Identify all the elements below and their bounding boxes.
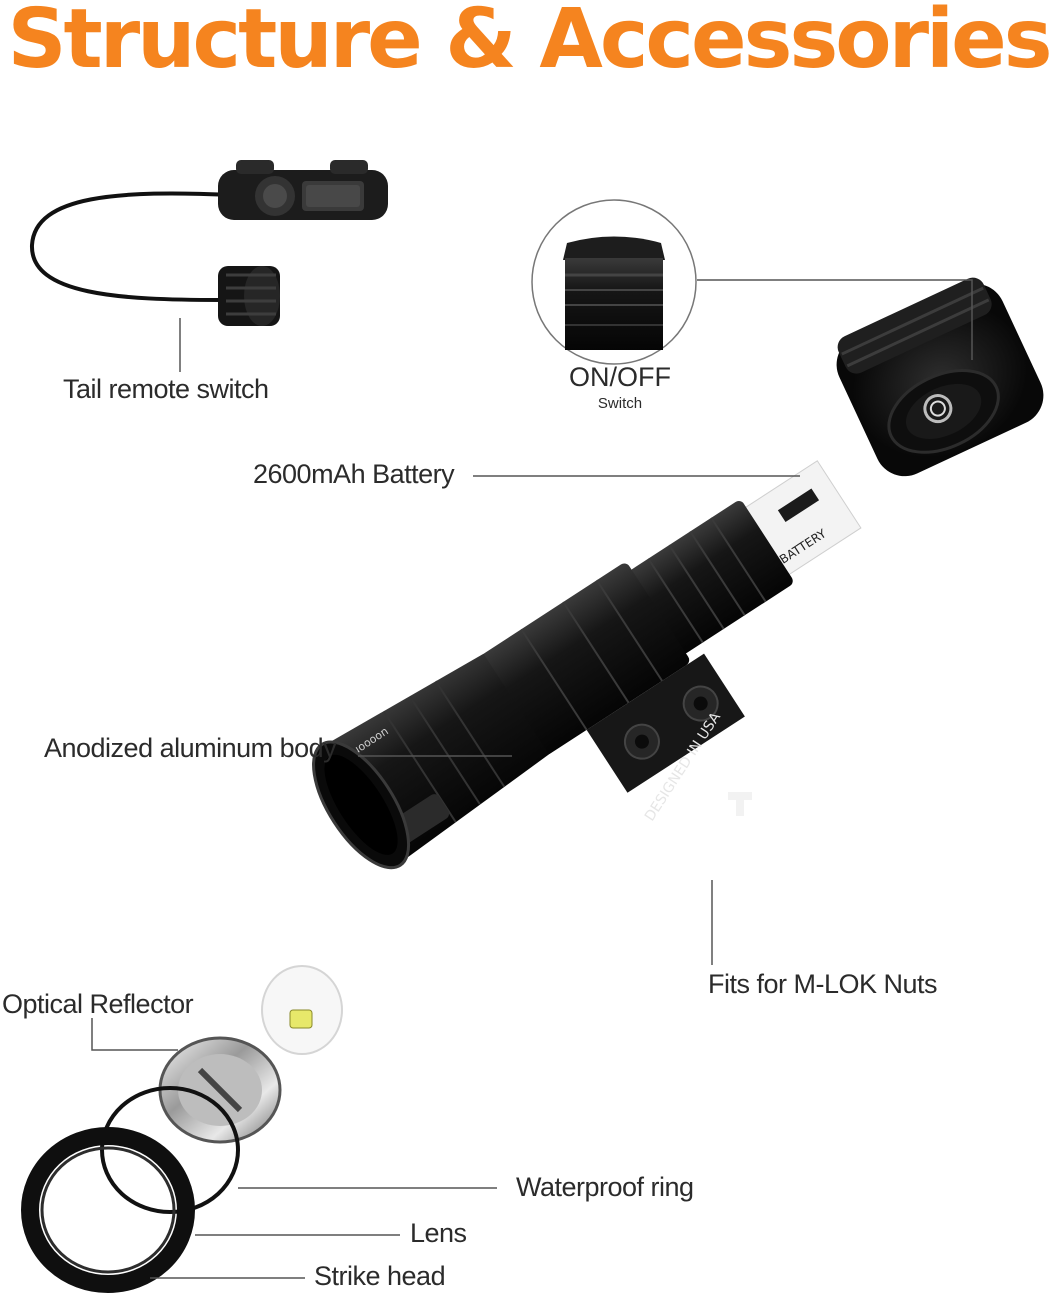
waterproof-ring-image [100,1086,240,1214]
switch-label: Switch [597,395,643,412]
tail-remote-switch-label: Tail remote switch [63,374,269,404]
battery-label: 2600mAh Battery [253,459,455,489]
led-board-image [261,965,343,1055]
waterproof-ring-label: Waterproof ring [516,1172,694,1202]
strike-head-image [21,1127,195,1293]
remote-switch-image [29,160,388,326]
on-off-label: ON/OFF [569,362,671,392]
callout-lines [91,279,973,1279]
brand-logo-icon [728,792,752,816]
page-title: Structure & Accessories [7,0,1052,87]
strike-head-label: Strike head [314,1261,446,1291]
on-off-callout: ON/OFF Switch [540,362,700,412]
mlok-label: Fits for M-LOK Nuts [708,969,938,999]
switch-detail-image [531,199,697,365]
tail-cap-image [836,277,1044,477]
lens-label: Lens [410,1218,467,1248]
reflector-label: Optical Reflector [2,989,194,1019]
reflector-image [158,1036,282,1144]
flashlight-body-image: BATTERY ouoooon [312,460,862,870]
body-label: Anodized aluminum body [44,733,337,763]
